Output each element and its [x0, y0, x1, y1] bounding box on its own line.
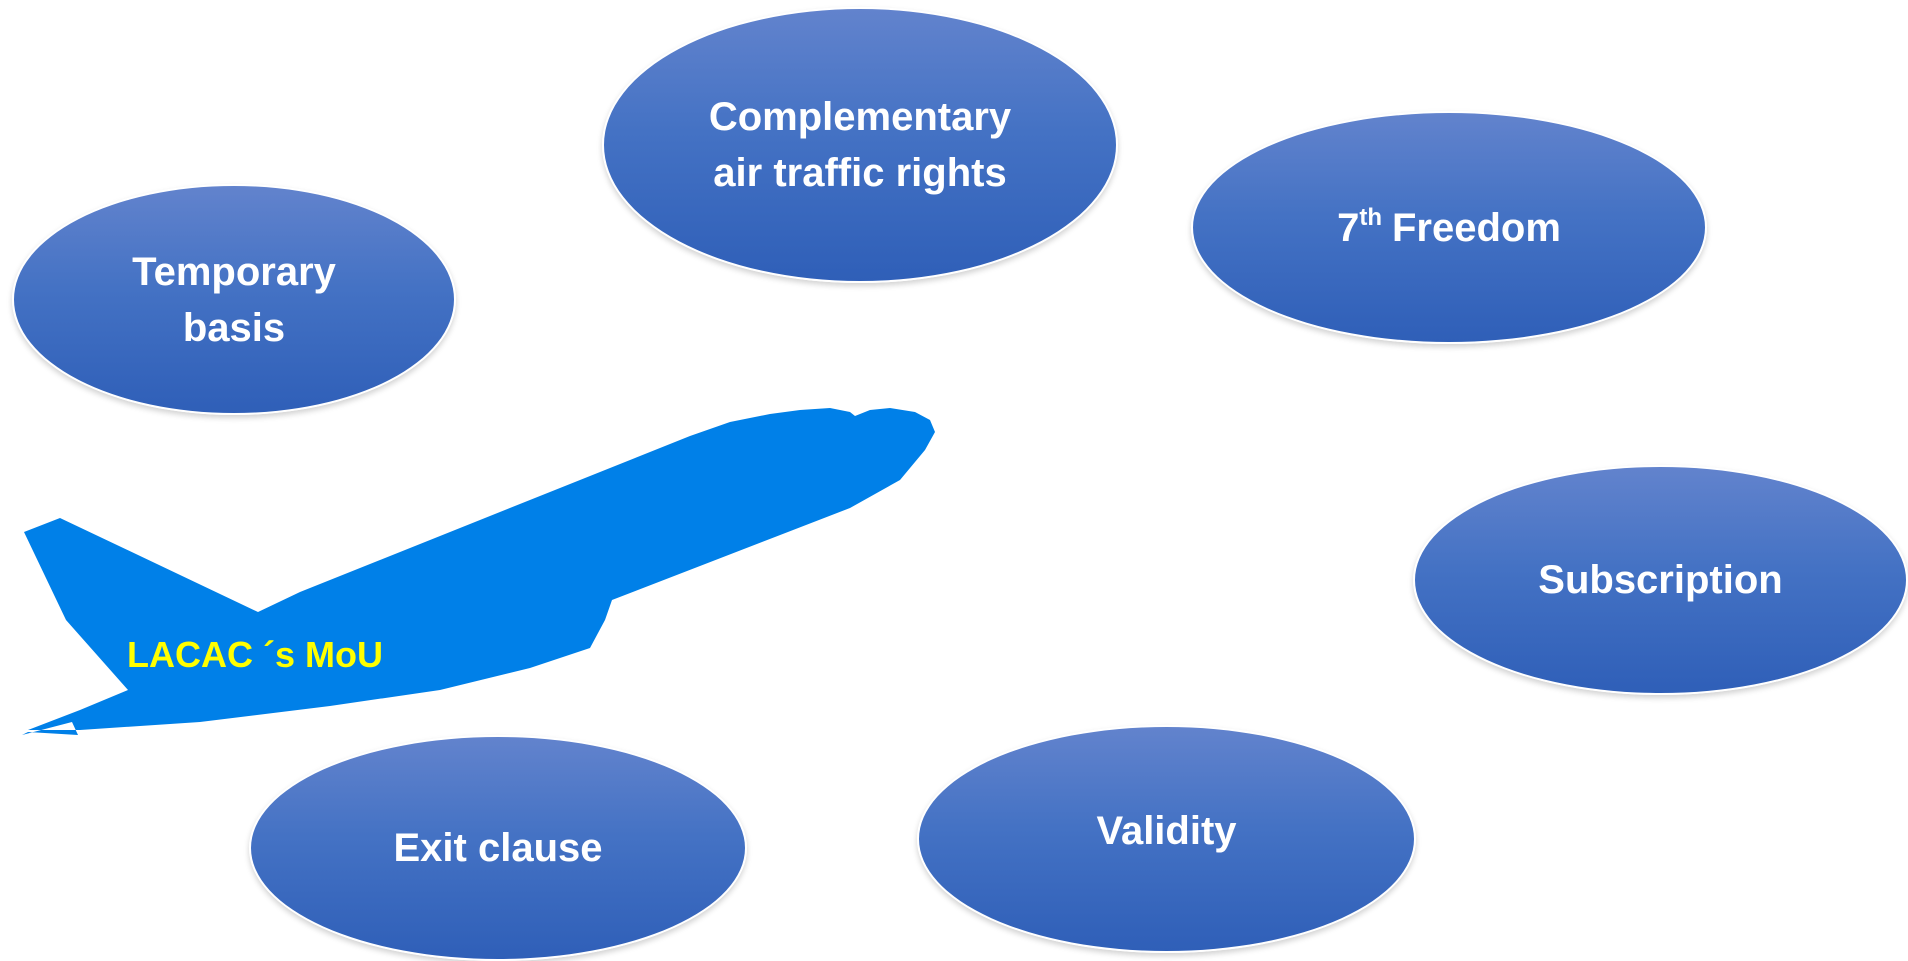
bubble-seventh-freedom: 7th Freedom: [1191, 111, 1707, 344]
bubble-validity: Validity: [917, 725, 1416, 953]
airplane-body: [22, 408, 935, 735]
freedom-superscript: th: [1359, 203, 1382, 231]
bubble-complementary-air-traffic-rights: Complementary air traffic rights: [602, 7, 1118, 283]
plane-label: LACAC ´s MoU: [127, 634, 383, 675]
bubble-exit-clause: Exit clause: [249, 735, 747, 961]
bubble-subscription: Subscription: [1413, 465, 1908, 695]
bubble-validity-label: Validity: [1096, 809, 1237, 853]
freedom-word: Freedom: [1391, 205, 1561, 250]
bubble-exit-clause-label: Exit clause: [393, 826, 603, 870]
freedom-number: 7: [1337, 205, 1360, 250]
bubble-subscription-label: Subscription: [1538, 558, 1783, 602]
bubble-temporary-basis: Temporary basis: [12, 184, 456, 415]
bubble-complementary-line1: Complementary: [708, 95, 1012, 139]
bubble-complementary-line2: air traffic rights: [713, 151, 1007, 195]
bubble-temporary-line1: Temporary: [132, 249, 336, 294]
bubble-temporary-line2: basis: [182, 305, 286, 350]
